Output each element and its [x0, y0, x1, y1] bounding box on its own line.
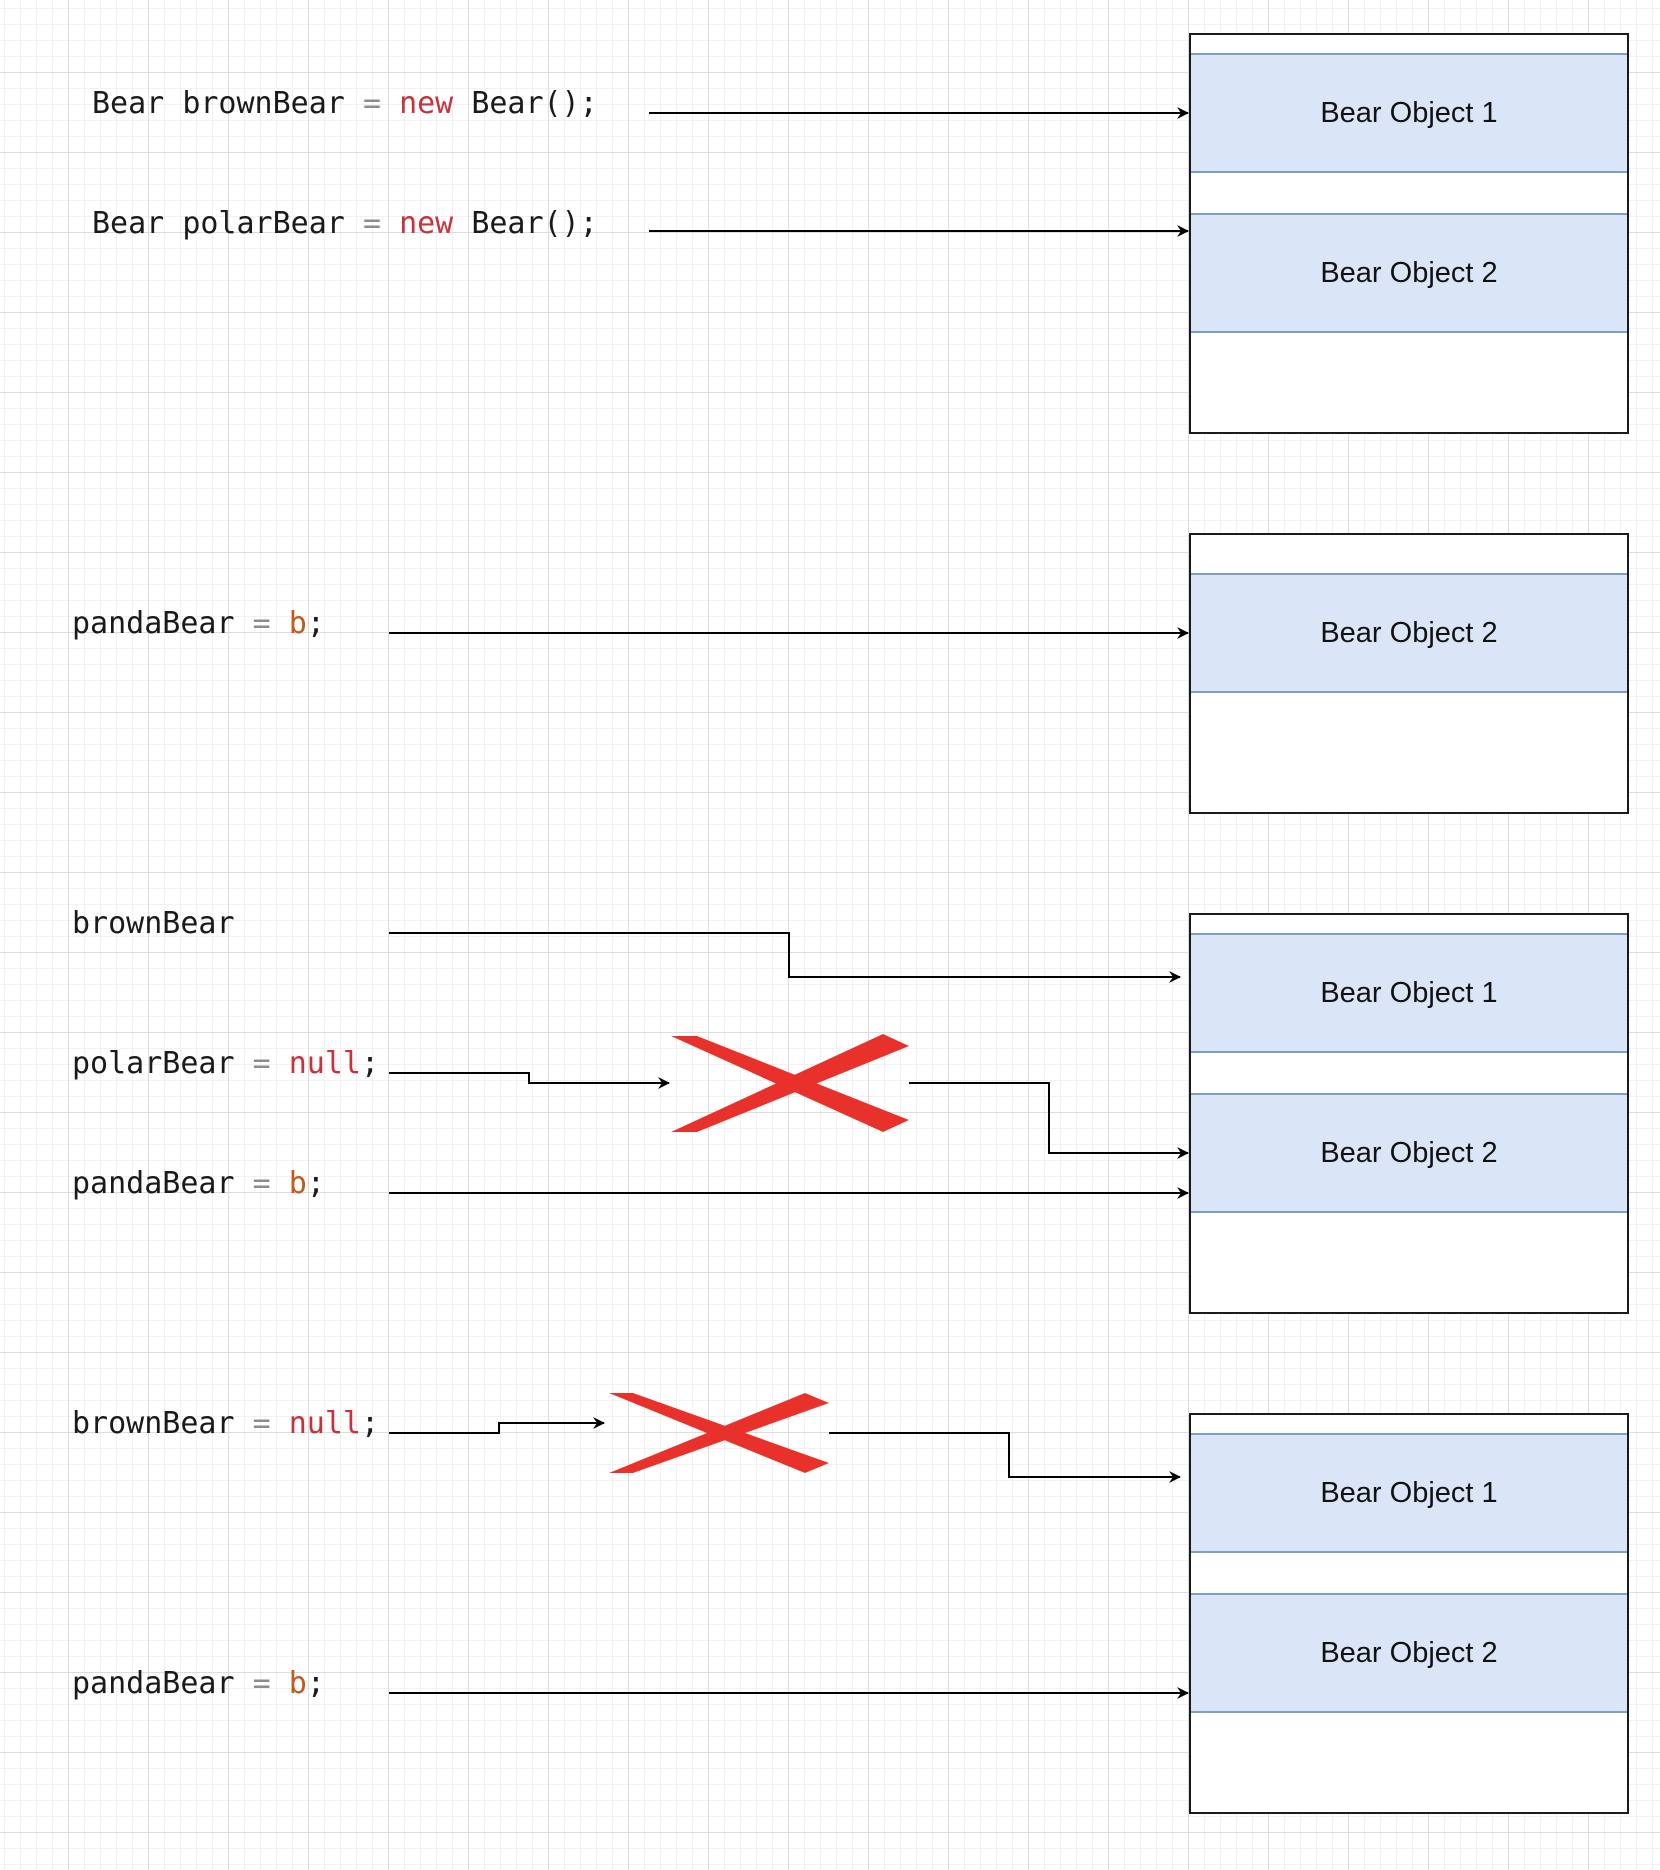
variable-token: brownBear [182, 86, 345, 121]
bear-object-1: Bear Object 1 [1191, 1433, 1627, 1553]
cross-icon [671, 1034, 909, 1132]
code-pandabear-assign-3: pandaBear = b; [72, 1664, 325, 1704]
object-label: Bear Object 1 [1320, 96, 1498, 129]
type-token: Bear [92, 86, 165, 121]
heap-panel-2: Bear Object 2 [1189, 533, 1629, 814]
bear-object-2: Bear Object 2 [1191, 573, 1627, 693]
new-keyword: new [399, 86, 454, 121]
code-brownbear-null: brownBear = null; [72, 1404, 379, 1444]
value-token: b [288, 1666, 307, 1701]
cross-icon [609, 1393, 829, 1473]
new-keyword: new [399, 206, 454, 241]
object-label: Bear Object 2 [1320, 256, 1498, 289]
arrow-brownbear-to-object-1 [389, 932, 1181, 983]
semicolon: ; [361, 1406, 380, 1441]
code-pandabear-assign-1: pandaBear = b; [72, 604, 325, 644]
semicolon: ; [306, 1666, 325, 1701]
heap-panel-3: Bear Object 1 Bear Object 2 [1189, 913, 1629, 1314]
bear-object-1: Bear Object 1 [1191, 933, 1627, 1053]
variable-token: brownBear [72, 1406, 235, 1441]
variable-token: pandaBear [72, 1666, 235, 1701]
null-keyword: null [288, 1406, 361, 1441]
assign-operator: = [252, 1166, 271, 1201]
arrow-cross-to-object-1 [829, 1432, 1181, 1483]
code-bear-brownbear-new: Bear brownBear = new Bear(); [92, 84, 598, 124]
assign-operator: = [252, 1406, 271, 1441]
bear-object-2: Bear Object 2 [1191, 213, 1627, 333]
constructor-call: Bear(); [471, 206, 598, 241]
code-brownbear-reference: brownBear [72, 904, 235, 944]
code-pandabear-assign-2: pandaBear = b; [72, 1164, 325, 1204]
object-label: Bear Object 1 [1320, 1476, 1498, 1509]
arrow-polarbear-to-cross [389, 1072, 670, 1089]
variable-token: pandaBear [72, 1166, 235, 1201]
bear-object-2: Bear Object 2 [1191, 1593, 1627, 1713]
semicolon: ; [306, 1166, 325, 1201]
variable-token: polarBear [72, 1046, 235, 1081]
heap-panel-4: Bear Object 1 Bear Object 2 [1189, 1413, 1629, 1814]
arrow-cross-to-object-2 [909, 1082, 1189, 1159]
variable-token: pandaBear [72, 606, 235, 641]
variable-token: brownBear [72, 906, 235, 941]
value-token: b [288, 1166, 307, 1201]
object-label: Bear Object 2 [1320, 1136, 1498, 1169]
object-label: Bear Object 1 [1320, 976, 1498, 1009]
value-token: b [288, 606, 307, 641]
assign-operator: = [252, 1046, 271, 1081]
bear-object-1: Bear Object 1 [1191, 53, 1627, 173]
null-keyword: null [288, 1046, 361, 1081]
type-token: Bear [92, 206, 165, 241]
assign-operator: = [362, 206, 381, 241]
constructor-call: Bear(); [471, 86, 598, 121]
variable-token: polarBear [182, 206, 345, 241]
assign-operator: = [252, 606, 271, 641]
heap-panel-1: Bear Object 1 Bear Object 2 [1189, 33, 1629, 434]
semicolon: ; [306, 606, 325, 641]
arrow-brownbear-to-cross [389, 1417, 605, 1434]
bear-object-2: Bear Object 2 [1191, 1093, 1627, 1213]
semicolon: ; [361, 1046, 380, 1081]
object-label: Bear Object 2 [1320, 1636, 1498, 1669]
code-bear-polarbear-new: Bear polarBear = new Bear(); [92, 204, 598, 244]
assign-operator: = [252, 1666, 271, 1701]
object-label: Bear Object 2 [1320, 616, 1498, 649]
assign-operator: = [362, 86, 381, 121]
code-polarbear-null: polarBear = null; [72, 1044, 379, 1084]
